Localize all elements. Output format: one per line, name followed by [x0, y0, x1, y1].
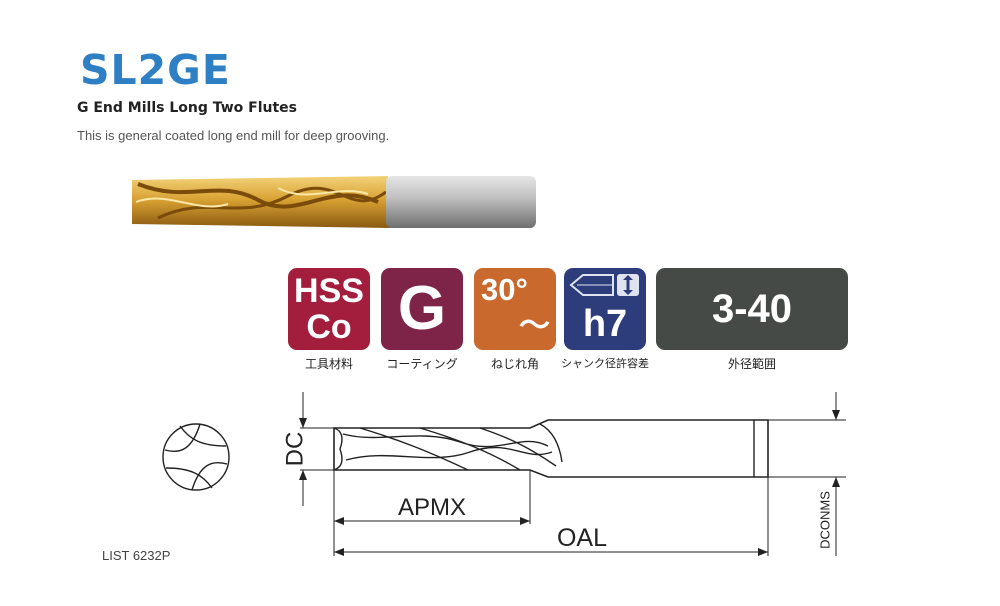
oal-label: OAL [557, 524, 607, 552]
end-mill-photo [132, 176, 536, 228]
coating-label: コーティング [386, 357, 458, 371]
material-line-2: Co [306, 308, 352, 346]
helix-line-1: 30° [481, 272, 528, 307]
coating-badge: G [381, 268, 463, 350]
tool-material-badge: HSS Co [288, 268, 370, 350]
end-view-icon [162, 423, 230, 491]
range-value: 3-40 [711, 287, 793, 331]
apmx-label: APMX [398, 494, 466, 521]
helix-angle-badge: 30° ～35° [474, 268, 556, 350]
coating-value: G [397, 274, 447, 343]
diameter-range-badge: 3-40 [656, 268, 848, 350]
product-subtitle: G End Mills Long Two Flutes [77, 100, 298, 116]
list-number: LIST 6232P [102, 548, 171, 563]
shank-diameter-icon [569, 274, 639, 296]
product-description: This is general coated long end mill for… [77, 128, 390, 143]
dimension-drawing: DC APMX OAL DCONMS [162, 392, 846, 556]
shank-value: h7 [582, 303, 628, 345]
shank-tolerance-badge: h7 [564, 268, 646, 350]
material-line-1: HSS [294, 272, 364, 310]
dconms-label: DCONMS [817, 491, 832, 549]
shank-label: シャンク径許容差 [561, 357, 649, 370]
material-label: 工具材料 [304, 357, 353, 371]
helix-label: ねじれ角 [490, 357, 539, 371]
product-title: SL2GE [80, 46, 231, 94]
dc-label: DC [281, 432, 308, 467]
range-label: 外径範囲 [727, 357, 776, 371]
helix-line-2: ～35° [503, 308, 550, 350]
